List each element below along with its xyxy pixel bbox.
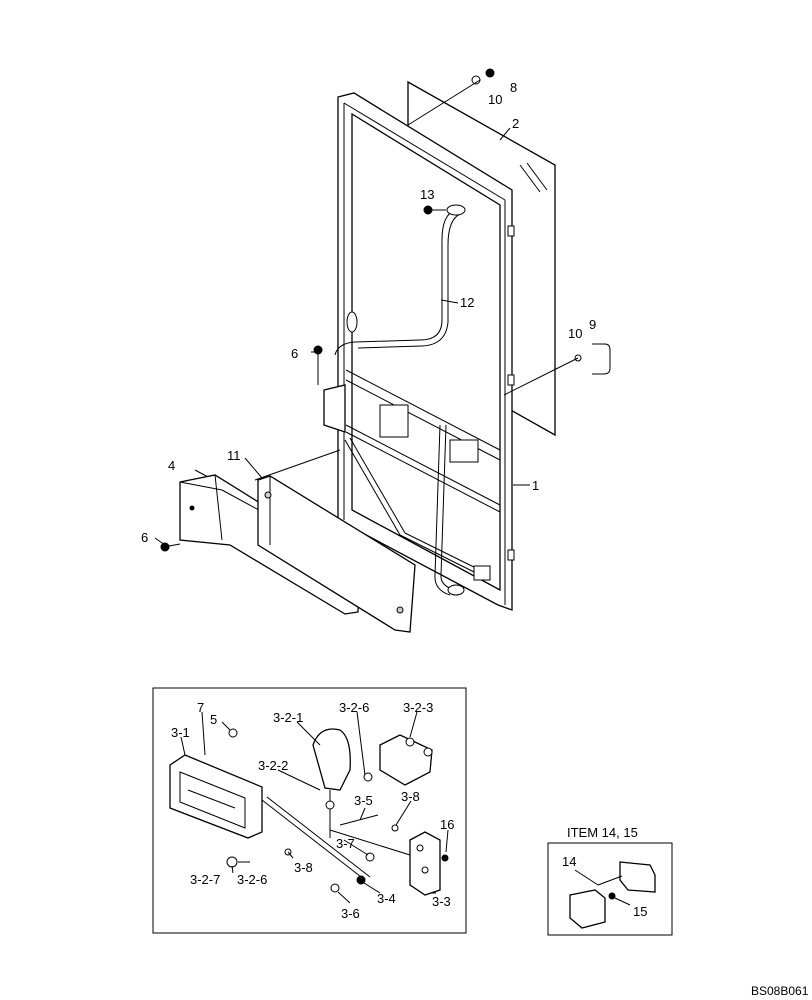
callout-5: 5 [210,712,217,727]
callout-3-1: 3-1 [171,725,190,740]
callout-6: 6 [291,346,298,361]
callout-9: 9 [589,317,596,332]
callout-3-2-1: 3-2-1 [273,710,303,725]
bolt-6-upper [313,345,323,385]
lock-3-3 [409,831,441,896]
door-frame [323,92,515,611]
bolt-13 [423,205,446,215]
callout-1: 1 [532,478,539,493]
callout-10: 10 [488,92,502,107]
item-14-15-inset [547,842,673,936]
callout-3-2-7: 3-2-7 [190,872,220,887]
lock-detail-inset [152,687,467,934]
callout-14: 14 [562,854,576,869]
callout-7: 7 [197,700,204,715]
bottom-panel [257,475,416,633]
drawing-code: BS08B061 [751,984,809,998]
callout-13: 13 [420,187,434,202]
callout-6: 6 [141,530,148,545]
callout-3-2-2: 3-2-2 [258,758,288,773]
callout-15: 15 [633,904,647,919]
lever-3-2-1 [312,728,351,838]
callout-3-2-6: 3-2-6 [339,700,369,715]
callout-3-7: 3-7 [336,836,355,851]
callout-4: 4 [168,458,175,473]
callout-2: 2 [512,116,519,131]
grab-handle [334,204,466,596]
callout-11: 11 [227,448,241,463]
bolt-6-lower [160,542,181,552]
callout-3-5: 3-5 [354,793,373,808]
callout-3-3: 3-3 [432,894,451,909]
callout-labels: 8 10 2 13 12 10 9 6 1 11 4 6 7 5 3-1 3-2… [141,80,809,998]
bolt-8 [471,68,495,85]
callout-10: 10 [568,326,582,341]
callout-3-6: 3-6 [341,906,360,921]
callout-16: 16 [440,817,454,832]
u-clip-9 [574,343,611,375]
callout-8: 8 [510,80,517,95]
callout-3-2-3: 3-2-3 [403,700,433,715]
callout-3-8: 3-8 [401,789,420,804]
inset-title: ITEM 14, 15 [567,825,638,840]
callout-12: 12 [460,295,474,310]
handle-3-1 [169,754,263,839]
bracket-3-2-3 [379,734,433,786]
callout-3-4: 3-4 [377,891,396,906]
callout-3-2-6: 3-2-6 [237,872,267,887]
callout-3-8: 3-8 [294,860,313,875]
